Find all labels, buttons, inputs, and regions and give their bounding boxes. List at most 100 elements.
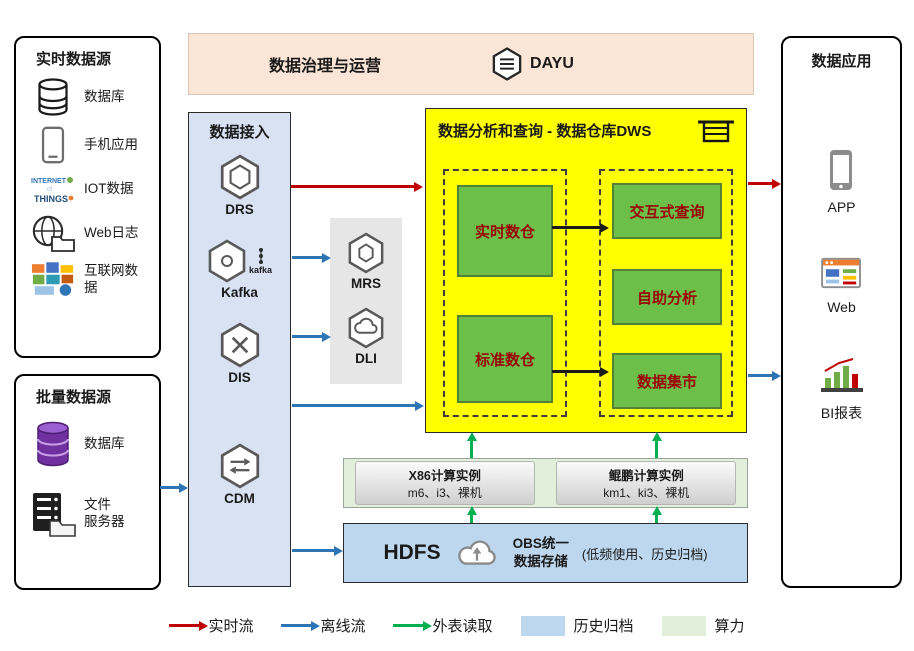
standard-warehouse-box: 标准数仓: [457, 315, 553, 403]
dws-panel: 数据分析和查询 - 数据仓库DWS 实时数仓 标准数仓 交互式查询 自助分析 数…: [425, 108, 747, 433]
arrow-dws-to-app: [748, 182, 772, 185]
dayu-icon: [492, 47, 522, 81]
realtime-sources-title: 实时数据源: [36, 51, 112, 68]
mrs-label: MRS: [351, 276, 381, 291]
warehouse-icon: [698, 120, 734, 143]
arrow-hdfs-to-compute-left: [470, 515, 473, 523]
applications-panel: 数据应用 APP Web: [781, 36, 902, 588]
dws-title: 数据分析和查询 - 数据仓库DWS: [438, 123, 652, 140]
kafka-group: kafka Kafka: [207, 239, 272, 300]
arrow-dis-to-dli: [292, 335, 322, 338]
legend-label: 离线流: [320, 618, 366, 635]
source-label: 数据库: [84, 435, 125, 451]
arrow-realtime-to-interactive: [552, 226, 600, 229]
hdfs-label: HDFS: [383, 541, 441, 564]
legend-compute: 算力: [661, 615, 745, 636]
dli-icon: [348, 307, 384, 349]
realtime-sources-panel: 实时数据源 数据库 手机应用: [14, 36, 161, 358]
batch-database-icon: [22, 419, 84, 469]
phone-icon: [22, 126, 84, 164]
legend-archive: 历史归档: [520, 615, 634, 636]
kafka-label: Kafka: [221, 285, 258, 300]
legend-external-read: 外表读取: [393, 615, 493, 636]
legend-archive-swatch: [520, 615, 565, 636]
dayu-logo-text: DAYU: [530, 55, 574, 72]
legend-red-arrow-icon: [169, 624, 200, 627]
legend-green-arrow-icon: [393, 624, 424, 627]
cdm-icon: [220, 443, 259, 489]
obs-cloud-icon: [457, 540, 496, 565]
kafka-word: kafka: [248, 265, 273, 275]
legend-realtime-flow: 实时流: [169, 615, 253, 636]
mrs-group: MRS: [347, 232, 385, 291]
arrow-hdfs-to-compute-right: [655, 515, 658, 523]
web-icon: [820, 257, 861, 289]
dli-label: DLI: [355, 351, 377, 366]
legend-compute-swatch: [661, 615, 706, 636]
realtime-source-iot: INTERNET of THINGS IOT数据: [22, 173, 157, 205]
arrow-cdm-to-hdfs: [292, 549, 334, 552]
drs-group: DRS: [219, 154, 261, 217]
source-label: 文件服务器: [84, 497, 125, 529]
database-icon: [22, 77, 84, 117]
weblog-icon: [22, 214, 84, 252]
source-label: 数据库: [84, 88, 125, 104]
batch-sources-title: 批量数据源: [36, 389, 112, 406]
dis-icon: [220, 322, 259, 368]
batch-sources-panel: 批量数据源 数据库 文件服务器: [14, 374, 161, 590]
compute-title: 鲲鹏计算实例: [608, 469, 684, 483]
legend-label: 算力: [714, 618, 745, 635]
compute-subtitle: m6、i3、裸机: [407, 486, 482, 500]
batch-source-fileserver: 文件服务器: [22, 491, 157, 537]
data-mart-box: 数据集市: [612, 353, 722, 409]
drs-label: DRS: [225, 202, 254, 217]
web-group: Web: [820, 255, 864, 315]
app-label: APP: [827, 199, 856, 215]
kafka-logo: kafka: [249, 247, 272, 275]
bi-report-icon: [820, 358, 863, 392]
compute-title: X86计算实例: [408, 469, 481, 483]
kunpeng-compute: 鲲鹏计算实例 km1、ki3、裸机: [556, 461, 737, 505]
legend: 实时流 离线流 外表读取 历史归档 算力: [0, 615, 914, 636]
arrow-drs-to-dws: [291, 185, 414, 188]
dli-group: DLI: [347, 307, 385, 366]
realtime-source-internet: 互联网数据: [22, 261, 157, 298]
app-group: APP: [827, 149, 856, 215]
legend-offline-flow: 离线流: [281, 615, 365, 636]
legend-blue-arrow-icon: [281, 624, 312, 627]
internet-data-icon: [22, 261, 84, 298]
file-server-icon: [22, 491, 84, 537]
bi-group: BI报表: [819, 357, 865, 423]
web-label: Web: [827, 299, 856, 315]
warehouse-dashed-box: 实时数仓 标准数仓: [443, 169, 567, 417]
ingestion-title: 数据接入: [209, 124, 270, 141]
source-label: Web日志: [84, 224, 139, 240]
arrow-compute-to-dws-left: [470, 441, 473, 458]
dis-label: DIS: [228, 370, 251, 385]
bi-label: BI报表: [820, 405, 863, 421]
analysis-dashed-box: 交互式查询 自助分析 数据集市: [599, 169, 733, 417]
legend-label: 外表读取: [432, 618, 493, 635]
source-label: 互联网数据: [84, 262, 138, 295]
arrow-dws-to-bi: [748, 374, 772, 377]
interactive-query-box: 交互式查询: [612, 183, 722, 239]
arrow-ingestion-to-dws: [292, 404, 415, 407]
compute-subtitle: km1、ki3、裸机: [603, 486, 690, 500]
realtime-source-mobile: 手机应用: [22, 126, 157, 164]
svg-text:INTERNET: INTERNET: [31, 178, 67, 185]
iot-icon: INTERNET of THINGS: [22, 173, 84, 205]
dayu-logo: DAYU: [491, 47, 574, 81]
realtime-source-weblog: Web日志: [22, 214, 157, 252]
governance-banner: 数据治理与运营 DAYU: [188, 33, 754, 95]
batch-source-database: 数据库: [22, 419, 157, 469]
legend-label: 历史归档: [573, 618, 634, 635]
svg-text:of: of: [47, 187, 52, 193]
svg-text:THINGS: THINGS: [34, 194, 68, 204]
self-service-analysis-box: 自助分析: [612, 269, 722, 325]
cdm-group: CDM: [219, 443, 261, 506]
storage-note: (低频使用、历史归档): [581, 546, 708, 562]
kafka-hexagon-icon: [208, 239, 246, 283]
mrs-icon: [348, 232, 384, 274]
source-label: IOT数据: [84, 180, 134, 196]
